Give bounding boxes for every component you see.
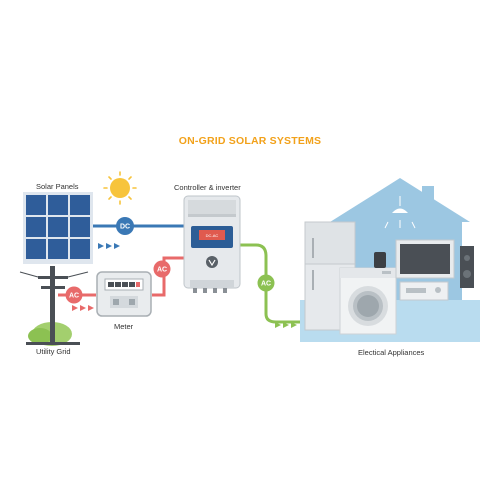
phone-icon	[374, 252, 386, 268]
dc-flow-arrows	[98, 243, 120, 249]
ac-out-badge: AC	[257, 274, 275, 292]
ac-out-badge-label: AC	[261, 281, 271, 288]
solar-panels-label: Solar Panels	[36, 182, 79, 191]
washing-machine-icon	[339, 267, 397, 335]
dc-badge: DC	[116, 217, 134, 235]
meter-icon	[96, 271, 152, 317]
utility-grid-label: Utility Grid	[36, 347, 71, 356]
speaker-icon	[460, 246, 474, 288]
solar-panel-icon	[23, 192, 93, 264]
ac-meter-badge: AC	[153, 260, 171, 278]
ac-meter-badge-label: AC	[157, 267, 167, 274]
sun-icon	[103, 171, 137, 205]
lamp-icon	[384, 196, 416, 229]
diagram-title: ON-GRID SOLAR SYSTEMS	[178, 135, 322, 147]
appliances-label: Electical Appliances	[358, 348, 425, 357]
utility-pole-icon	[19, 266, 89, 346]
tv-icon	[395, 239, 455, 301]
ac-grid-badge: AC	[65, 286, 83, 304]
dc-badge-label: DC	[120, 224, 130, 231]
grid-flow-arrows	[72, 305, 94, 311]
ac-out-flow-arrows	[275, 322, 297, 328]
meter-label: Meter	[114, 322, 134, 331]
inverter-icon: DC-AC	[183, 195, 241, 293]
ac-grid-badge-label: AC	[69, 293, 79, 300]
controller-label: Controller & inverter	[174, 183, 241, 192]
inverter-screen-text: DC-AC	[206, 233, 219, 238]
